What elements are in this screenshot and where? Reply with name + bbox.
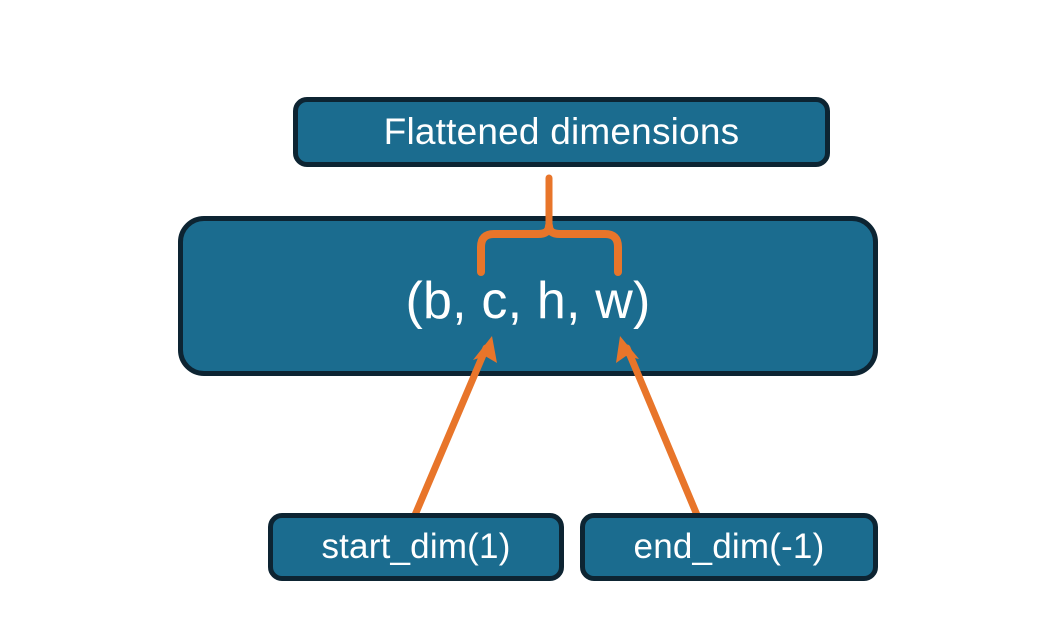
- node-tensor-shape[interactable]: (b, c, h, w): [178, 216, 878, 376]
- node-end-dim-label: end_dim(-1): [633, 527, 825, 566]
- node-tensor-shape-label: (b, c, h, w): [405, 272, 651, 330]
- node-start-dim-label: start_dim(1): [321, 527, 511, 566]
- node-flattened-dimensions[interactable]: Flattened dimensions: [293, 97, 830, 167]
- node-end-dim[interactable]: end_dim(-1): [580, 513, 878, 581]
- node-start-dim[interactable]: start_dim(1): [268, 513, 564, 581]
- node-flattened-dimensions-label: Flattened dimensions: [383, 111, 740, 152]
